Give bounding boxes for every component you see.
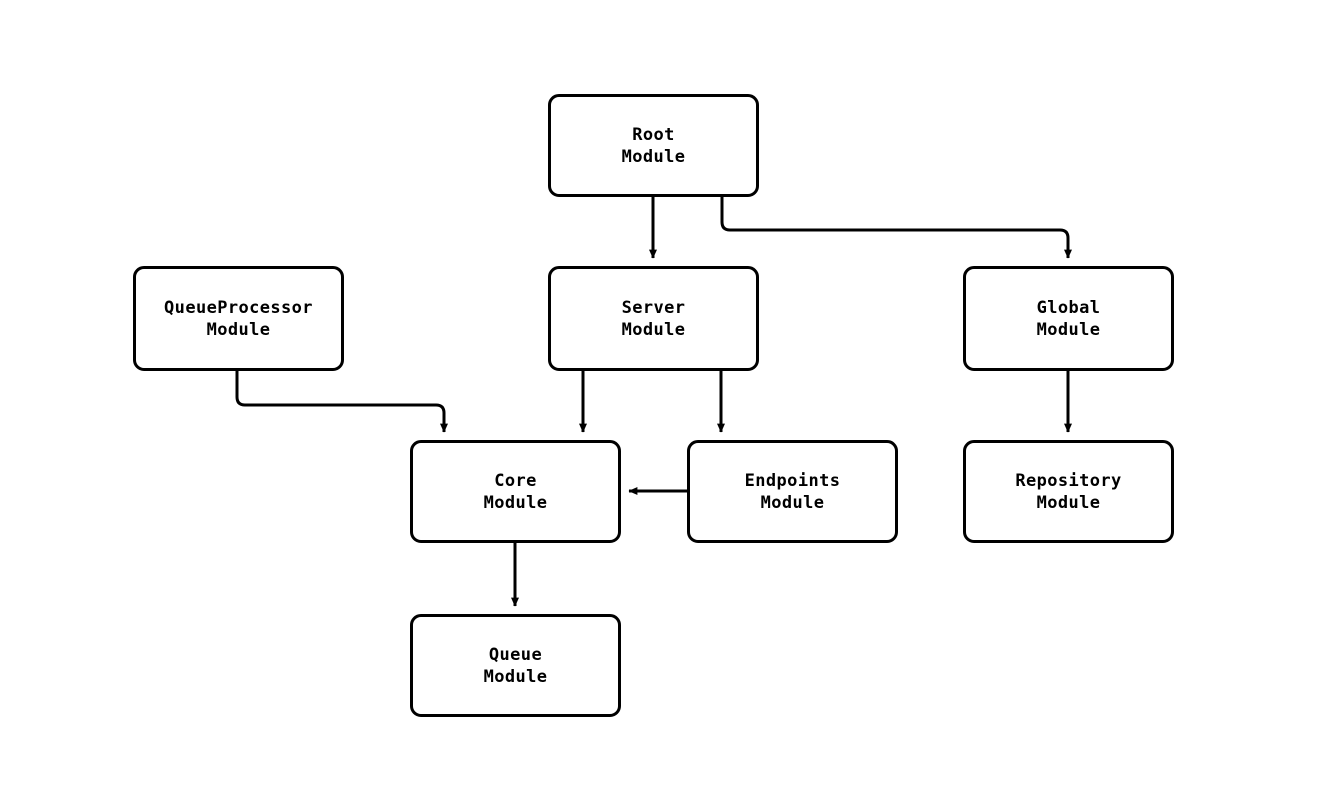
node-root-module[interactable]: Root Module [548,94,759,197]
node-server-module[interactable]: Server Module [548,266,759,371]
node-label-line2: Module [760,492,825,513]
node-label-line2: Module [621,319,686,340]
node-label-line1: Repository [1015,470,1122,491]
node-repository-module[interactable]: Repository Module [963,440,1174,543]
node-queueprocessor-module[interactable]: QueueProcessor Module [133,266,344,371]
node-label-line2: Module [206,319,271,340]
node-label-line1: Queue [488,644,543,665]
node-label-line2: Module [621,146,686,167]
edges-group [235,197,1072,607]
node-label-line2: Module [483,492,548,513]
node-endpoints-module[interactable]: Endpoints Module [687,440,898,543]
node-label-line2: Module [1036,319,1101,340]
node-label-line2: Module [1036,492,1101,513]
node-label-line1: Root [632,124,675,145]
node-label-line2: Module [483,666,548,687]
edge-root-global [720,197,1072,259]
edge-queueprocessor-core [235,371,448,433]
node-label-line1: Endpoints [744,470,841,491]
node-global-module[interactable]: Global Module [963,266,1174,371]
node-label-line1: Global [1036,297,1101,318]
node-core-module[interactable]: Core Module [410,440,621,543]
node-label-line1: Core [494,470,537,491]
node-label-line1: QueueProcessor [164,297,313,318]
node-label-line1: Server [621,297,686,318]
node-queue-module[interactable]: Queue Module [410,614,621,717]
